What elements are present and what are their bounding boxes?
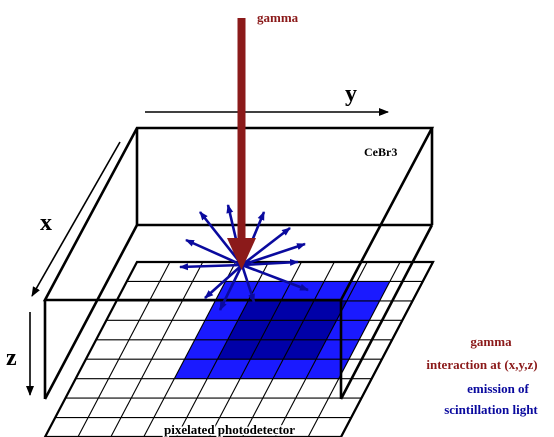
light-ray <box>179 263 243 271</box>
grid-column-line <box>241 261 335 437</box>
grid-column-line <box>274 261 368 437</box>
light-ray <box>204 264 243 299</box>
crystal-edge-bottom-right <box>339 224 434 400</box>
legend-gamma: gamma <box>470 334 512 349</box>
light-ray <box>198 211 244 266</box>
pixel-cell <box>217 339 261 360</box>
pixel-cell <box>346 281 390 301</box>
gamma-ray-shaft <box>237 18 246 240</box>
grid-column-line <box>110 261 204 437</box>
pixel-cell <box>270 300 314 321</box>
pixel-cell <box>336 300 380 321</box>
pixel-cell <box>227 320 271 340</box>
legend-emission: emission of <box>467 381 529 396</box>
grid-column-line <box>143 261 237 437</box>
pixel-cell <box>250 339 294 360</box>
gamma-ray-arrow <box>227 18 256 270</box>
light-ray <box>241 263 309 292</box>
legend-interaction: interaction at (x,y,z) <box>426 357 537 372</box>
pixel-cell <box>240 359 284 379</box>
x-axis-label: x <box>40 210 52 236</box>
pixel-cell <box>194 320 238 340</box>
light-ray <box>240 264 256 303</box>
pixel-cell <box>326 320 370 340</box>
light-ray <box>241 242 306 267</box>
pixel-cell <box>283 339 327 360</box>
pixel-cell <box>303 300 347 321</box>
grid-column-line <box>307 261 401 437</box>
crystal-edge-bottom-left <box>43 224 139 400</box>
pixel-cell <box>316 339 360 360</box>
pixel-fill-group <box>174 281 390 379</box>
gamma-ray-head <box>227 238 256 270</box>
pixel-cell <box>248 281 292 301</box>
light-ray <box>218 264 244 311</box>
x-axis-arrow <box>31 141 121 297</box>
crystal-box <box>42 126 435 400</box>
grid-column-line <box>77 261 171 437</box>
z-axis-label: z <box>6 345 17 371</box>
scintillation-rays <box>179 204 309 311</box>
grid-column-line <box>176 261 270 437</box>
pixel-cell <box>281 281 325 301</box>
gamma-label: gamma <box>257 10 299 25</box>
pixel-cell <box>293 320 337 340</box>
pixel-cell <box>207 359 251 379</box>
light-ray <box>241 226 291 267</box>
photodetector-border <box>43 260 435 437</box>
light-ray <box>241 258 299 267</box>
pixel-cell <box>313 281 357 301</box>
pixel-cell <box>174 359 218 379</box>
y-axis-label: y <box>345 81 357 107</box>
pixel-cell <box>237 300 281 321</box>
pixel-cell <box>260 320 304 340</box>
pixel-cell <box>273 359 317 379</box>
photodetector-label: pixelated photodetector <box>164 422 295 437</box>
light-ray <box>185 238 243 267</box>
legend-scintillation: scintillation light <box>444 402 538 417</box>
crystal-label: CeBr3 <box>364 145 397 159</box>
pixel-cell <box>305 359 349 379</box>
pixel-cell <box>184 339 228 360</box>
grid-column-line <box>208 261 302 437</box>
